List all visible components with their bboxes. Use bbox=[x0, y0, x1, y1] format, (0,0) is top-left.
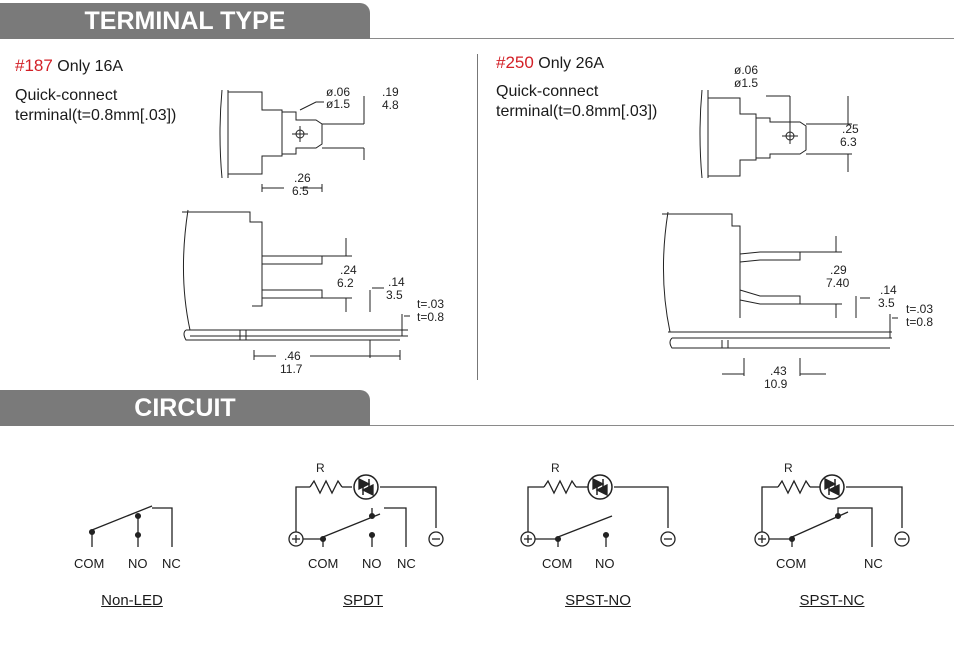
dim-250-hole-mm: ø1.5 bbox=[734, 76, 758, 90]
dim-187-c-in: .46 bbox=[284, 349, 301, 363]
terminal-187-rating: Only 16A bbox=[57, 58, 124, 75]
circuit-diagrams: R R R bbox=[88, 461, 910, 547]
terminal-187-desc-line2: terminal(t=0.8mm[.03]) bbox=[15, 107, 177, 124]
spst-no-resistor-label: R bbox=[551, 461, 560, 475]
spdt-caption: SPDT bbox=[342, 592, 383, 609]
dim-187-w-in: .19 bbox=[382, 85, 399, 99]
spst-no-caption: SPST-NO bbox=[565, 592, 631, 609]
circuit-title: CIRCUIT bbox=[134, 394, 236, 422]
dim-187-w-mm: 4.8 bbox=[382, 98, 399, 112]
circuit-banner: CIRCUIT bbox=[0, 390, 370, 426]
terminal-250-desc-line2: terminal(t=0.8mm[.03]) bbox=[496, 103, 658, 120]
spdt-nc-label: NC bbox=[397, 556, 416, 571]
dim-250-c-in: .43 bbox=[770, 364, 787, 378]
dim-250-b-in: .14 bbox=[880, 283, 897, 297]
spst-nc-caption: SPST-NC bbox=[799, 592, 865, 609]
spdt-com-label: COM bbox=[308, 556, 339, 571]
dim-250-t-mm: t=0.8 bbox=[906, 315, 933, 329]
spst-nc-nc-label: NC bbox=[864, 556, 883, 571]
terminal-250-desc-line1: Quick-connect bbox=[496, 83, 599, 100]
terminal-187-top-view bbox=[219, 89, 365, 192]
terminal-250-code: #250 bbox=[496, 53, 534, 72]
circuit-non-led bbox=[88, 505, 173, 547]
spst-nc-com-label: COM bbox=[776, 556, 807, 571]
non-led-no-label: NO bbox=[128, 556, 148, 571]
dim-187-a-mm: 6.2 bbox=[337, 276, 354, 290]
terminal-drawings: ø.06 ø1.5 .19 4.8 .26 6.5 .24 6.2 .14 3.… bbox=[182, 63, 933, 391]
dim-250-hole-in: ø.06 bbox=[734, 63, 758, 77]
dim-250-w-mm: 6.3 bbox=[840, 135, 857, 149]
dim-250-a-mm: 7.40 bbox=[826, 276, 850, 290]
terminal-250-side-view bbox=[662, 211, 898, 376]
terminal-column-divider bbox=[477, 54, 478, 380]
dim-187-b-mm: 3.5 bbox=[386, 288, 403, 302]
dim-187-c-mm: 11.7 bbox=[280, 362, 303, 376]
non-led-com-label: COM bbox=[74, 556, 105, 571]
dim-250-t-in: t=.03 bbox=[906, 302, 933, 316]
terminal-250-description: Quick-connect terminal(t=0.8mm[.03]) bbox=[496, 82, 657, 122]
circuit-divider-line bbox=[370, 425, 954, 426]
dim-187-t-in: t=.03 bbox=[417, 297, 444, 311]
terminal-250-top-view bbox=[699, 89, 852, 179]
terminal-187-heading: #187 Only 16A bbox=[15, 56, 123, 76]
dim-250-b-mm: 3.5 bbox=[878, 296, 895, 310]
dim-187-hole-mm: ø1.5 bbox=[326, 97, 350, 111]
spdt-resistor-label: R bbox=[316, 461, 325, 475]
dim-187-a-in: .24 bbox=[340, 263, 357, 277]
dim-187-hole-in: ø.06 bbox=[326, 85, 350, 99]
non-led-nc-label: NC bbox=[162, 556, 181, 571]
terminal-type-title: TERMINAL TYPE bbox=[84, 7, 286, 35]
spst-nc-resistor-label: R bbox=[784, 461, 793, 475]
terminal-187-side-view bbox=[182, 209, 410, 360]
terminal-type-banner: TERMINAL TYPE bbox=[0, 3, 370, 39]
spst-no-no-label: NO bbox=[595, 556, 615, 571]
dim-250-c-mm: 10.9 bbox=[764, 377, 788, 391]
terminal-187-desc-line1: Quick-connect bbox=[15, 87, 118, 104]
circuit-spst-nc bbox=[754, 474, 910, 547]
circuit-spst-no bbox=[520, 474, 676, 547]
dim-250-w-in: .25 bbox=[842, 122, 859, 136]
dim-187-l-mm: 6.5 bbox=[292, 184, 309, 198]
dim-250-a-in: .29 bbox=[830, 263, 847, 277]
terminal-187-description: Quick-connect terminal(t=0.8mm[.03]) bbox=[15, 86, 176, 126]
terminal-250-heading: #250 Only 26A bbox=[496, 53, 604, 73]
dim-187-b-in: .14 bbox=[388, 275, 405, 289]
terminal-250-rating: Only 26A bbox=[538, 55, 605, 72]
non-led-caption: Non-LED bbox=[101, 592, 163, 609]
circuit-spdt bbox=[288, 474, 444, 547]
dim-187-t-mm: t=0.8 bbox=[417, 310, 444, 324]
spdt-no-label: NO bbox=[362, 556, 382, 571]
terminal-187-code: #187 bbox=[15, 56, 53, 75]
dim-187-l-in: .26 bbox=[294, 171, 311, 185]
banner-divider-line bbox=[370, 38, 954, 39]
spst-no-com-label: COM bbox=[542, 556, 573, 571]
